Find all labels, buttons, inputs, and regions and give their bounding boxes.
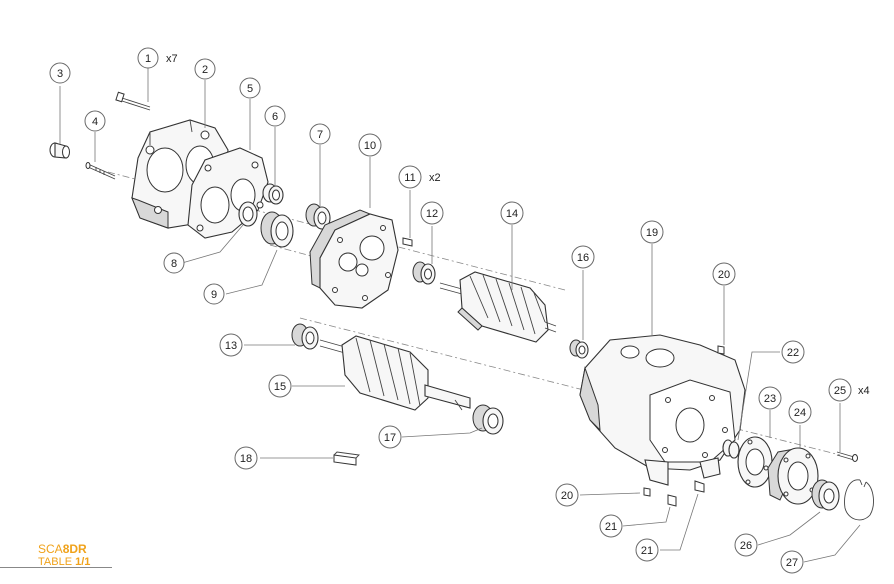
callout-21-b-label: 21 [641, 545, 653, 557]
callout-26: 26 [734, 533, 758, 557]
callout-4-label: 4 [92, 116, 98, 128]
callout-3: 3 [49, 62, 71, 84]
part-13-bearing [291, 323, 319, 350]
model-name: SCA8DR [38, 542, 90, 556]
part-9-bearing [260, 211, 294, 248]
part-20-plug-upper [717, 345, 725, 355]
callout-22: 22 [781, 340, 805, 364]
callout-6: 6 [264, 105, 286, 127]
callout-27-label: 27 [786, 557, 798, 569]
callout-18-label: 18 [240, 453, 252, 465]
callout-21-a-label: 21 [605, 521, 617, 533]
part-1-bolt [115, 91, 151, 111]
model-suffix: 8DR [62, 542, 87, 556]
callout-4: 4 [84, 110, 106, 132]
callout-16-label: 16 [577, 252, 589, 264]
callout-20-lower-label: 20 [561, 490, 573, 502]
callout-6-label: 6 [272, 111, 278, 123]
callout-12-label: 12 [426, 208, 438, 220]
callout-10: 10 [358, 133, 382, 157]
callout-19-label: 19 [646, 227, 658, 239]
footer-rule [0, 567, 112, 568]
callout-20-lower: 20 [555, 483, 579, 507]
callout-17-label: 17 [384, 432, 396, 444]
part-24-seal-housing [767, 447, 819, 505]
part-21-drain-plug-a [667, 494, 677, 507]
part-19-housing [579, 334, 746, 486]
callout-27: 27 [780, 550, 804, 574]
callout-24: 24 [788, 400, 812, 424]
callout-17: 17 [378, 425, 402, 449]
part-3-plug [49, 142, 70, 159]
table-prefix: TABLE [38, 556, 73, 568]
callout-13: 13 [219, 333, 243, 357]
part-21-drain-plug-b [694, 480, 705, 493]
part-27-circlip [844, 479, 874, 521]
callout-9-label: 9 [211, 289, 217, 301]
part-22-spacer [722, 439, 740, 459]
callout-25-label: 25 [834, 385, 846, 397]
part-25-screw [836, 451, 858, 462]
callout-2-label: 2 [202, 64, 208, 76]
model-prefix: SCA [38, 542, 63, 556]
callout-20-upper-label: 20 [718, 269, 730, 281]
callout-15-label: 15 [274, 381, 286, 393]
table-value: 1/1 [75, 556, 91, 568]
callout-21-b: 21 [635, 538, 659, 562]
callout-25: 25 [828, 378, 852, 402]
part-4-stud [85, 162, 116, 180]
callout-19: 19 [640, 220, 664, 244]
callout-8: 8 [163, 252, 185, 274]
part-18-key [333, 451, 360, 466]
table-reference: TABLE 1/1 [38, 556, 90, 569]
callout-14-label: 14 [506, 208, 518, 220]
model-label-block: SCA8DR TABLE 1/1 [38, 542, 90, 569]
callout-11-qty: x2 [429, 172, 441, 184]
callout-7-label: 7 [317, 129, 323, 141]
part-23-gasket [737, 436, 773, 488]
callout-14: 14 [500, 201, 524, 225]
part-8-seal [238, 201, 258, 227]
callout-23: 23 [758, 386, 782, 410]
callout-11-label: 11 [404, 172, 415, 184]
part-10-bearing-plate [309, 209, 399, 309]
callout-15: 15 [268, 374, 292, 398]
part-6-bearing [262, 183, 284, 205]
part-7-bearing [305, 203, 331, 230]
callout-24-label: 24 [794, 407, 806, 419]
callout-13-label: 13 [225, 340, 237, 352]
callout-11: 11 [398, 165, 422, 189]
callout-8-label: 8 [171, 258, 177, 270]
callout-23-label: 23 [764, 393, 776, 405]
callout-1-label: 1 [145, 53, 151, 65]
callout-9: 9 [203, 283, 225, 305]
callout-5-label: 5 [247, 83, 253, 95]
callout-1: 1 [137, 47, 159, 69]
callout-21-a: 21 [599, 514, 623, 538]
callout-5: 5 [239, 77, 261, 99]
callout-18: 18 [234, 446, 258, 470]
callout-2: 2 [194, 58, 216, 80]
callout-16: 16 [571, 245, 595, 269]
part-20-plug-lower [643, 487, 651, 497]
part-14-female-rotor [439, 271, 557, 343]
part-15-male-rotor [319, 335, 471, 411]
callout-1-qty: x7 [166, 53, 178, 65]
part-26-shaft-seal [811, 479, 840, 511]
callout-7: 7 [309, 123, 331, 145]
part-12-bearing [412, 261, 436, 285]
callout-20-upper: 20 [712, 262, 736, 286]
callout-3-label: 3 [57, 68, 63, 80]
callout-12: 12 [420, 201, 444, 225]
part-11-dowel [402, 237, 413, 247]
leader-lines [59, 68, 861, 563]
callout-10-label: 10 [364, 140, 376, 152]
callout-26-label: 26 [740, 540, 752, 552]
callout-25-qty: x4 [858, 385, 870, 397]
part-17-bearing [472, 404, 504, 435]
callout-22-label: 22 [787, 347, 799, 359]
part-16-bearing [569, 339, 589, 359]
